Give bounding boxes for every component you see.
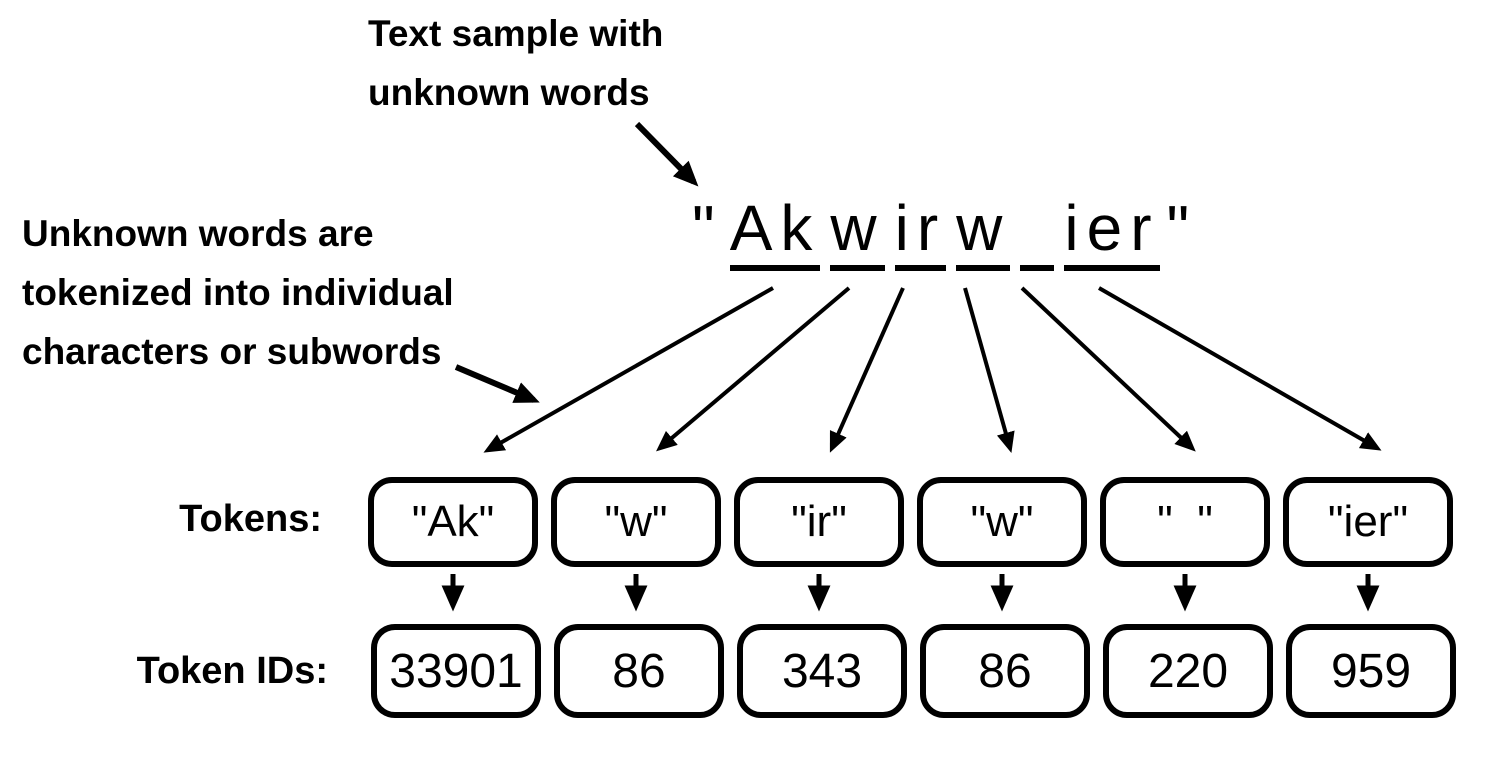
annotation-line: tokenized into individual	[22, 272, 454, 313]
token-id-box-value: 86	[612, 644, 666, 698]
fan-arrow-6	[1098, 286, 1382, 451]
fan-arrow-1	[483, 286, 774, 453]
annotation-text-sample: Text sample with unknown words	[368, 4, 663, 122]
tokens-row: "Ak" "w" "ir" "w" " " "ier"	[368, 477, 1453, 567]
annotation-line: unknown words	[368, 72, 650, 113]
token-id-box-value: 959	[1330, 644, 1412, 698]
top-annotation-arrow	[634, 121, 699, 187]
left-annotation-arrow	[454, 364, 540, 403]
token-box: "ir"	[734, 477, 904, 567]
annotation-line: Unknown words are	[22, 213, 374, 254]
token-box-value: "w"	[604, 497, 668, 546]
token-box-value: "ir"	[791, 497, 847, 546]
token-box: "w"	[551, 477, 721, 567]
token-id-box: 343	[737, 624, 907, 718]
token-id-box: 959	[1286, 624, 1456, 718]
open-quote: "	[692, 192, 723, 264]
annotation-line: Text sample with	[368, 13, 664, 54]
segment-ier: ier	[1064, 196, 1160, 271]
token-ids-row: 33901 86 343 86 220 959	[371, 624, 1456, 718]
token-box-value: " "	[1157, 497, 1213, 546]
token-id-box-value: 343	[781, 644, 863, 698]
token-box: " "	[1100, 477, 1270, 567]
segment-space	[1020, 196, 1055, 271]
segment-ir: ir	[894, 196, 947, 271]
token-id-box: 86	[554, 624, 724, 718]
token-id-box: 86	[920, 624, 1090, 718]
token-box-value: "Ak"	[411, 497, 495, 546]
segment-w2: w	[956, 196, 1011, 271]
segment-to-token-arrows	[483, 286, 1382, 454]
token-id-box-value: 33901	[389, 644, 523, 698]
fan-arrow-3	[829, 287, 905, 453]
fan-arrow-4	[963, 287, 1015, 454]
segment-w1: w	[830, 196, 885, 271]
segment-ak: Ak	[729, 196, 821, 271]
fan-arrow-2	[656, 286, 851, 452]
token-box: "w"	[917, 477, 1087, 567]
annotation-unknown-words: Unknown words are tokenized into individ…	[22, 204, 454, 381]
token-box: "Ak"	[368, 477, 538, 567]
close-quote: "	[1166, 192, 1198, 264]
token-box: "ier"	[1283, 477, 1453, 567]
tokens-label: Tokens:	[179, 498, 322, 540]
annotation-line: characters or subwords	[22, 331, 442, 372]
token-to-id-arrows	[441, 574, 1380, 612]
token-id-box-value: 220	[1147, 644, 1229, 698]
token-id-box-value: 86	[978, 644, 1032, 698]
token-id-box: 220	[1103, 624, 1273, 718]
token-box-value: "w"	[970, 497, 1034, 546]
token-ids-label: Token IDs:	[136, 650, 328, 692]
fan-arrow-5	[1020, 286, 1196, 452]
token-id-box: 33901	[371, 624, 541, 718]
token-box-value: "ier"	[1327, 497, 1409, 546]
